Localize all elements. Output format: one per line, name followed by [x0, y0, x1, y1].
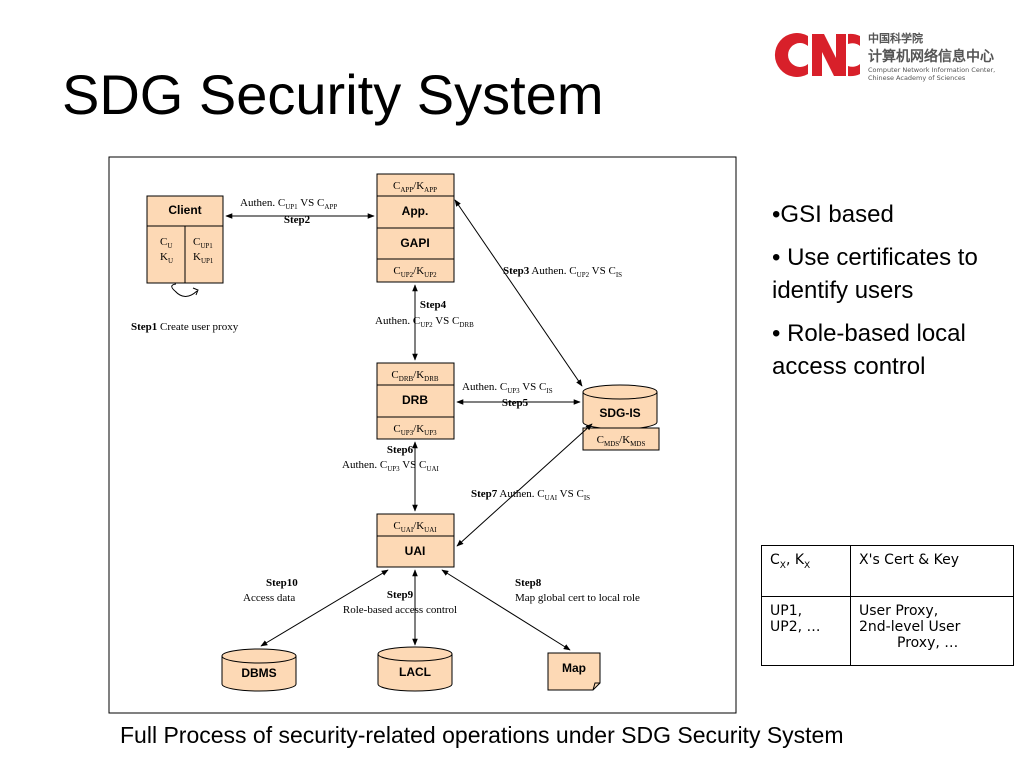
uai-node: CUAI/KUAI UAI — [376, 513, 455, 568]
sdgis-cred: CMDS/KMDS — [597, 434, 646, 448]
step8-text: Map global cert to local role — [515, 592, 640, 604]
step4-label: Step4 — [420, 299, 447, 311]
legend-table: CX, KX X's Cert & Key UP1,UP2, … User Pr… — [761, 545, 1014, 666]
legend-cell-desc: X's Cert & Key — [850, 545, 1014, 597]
bullet-role-based: • Role-based local access control — [772, 320, 966, 380]
app-cred-bottom: CUP2/KUP2 — [393, 265, 437, 279]
step5-label: Step5 — [502, 397, 529, 409]
diagram-frame — [108, 156, 737, 714]
arrow-step10 — [260, 569, 389, 647]
client-cred-ku: KU — [160, 251, 173, 265]
arrow-step7 — [456, 423, 593, 547]
uai-label: UAI — [405, 544, 426, 558]
drb-cred-bottom: CUP3/KUP3 — [393, 423, 437, 437]
app-cred-top: CAPP/KAPP — [393, 180, 437, 194]
dbms-label: DBMS — [241, 666, 276, 680]
step8-label: Step8 — [515, 577, 542, 589]
lacl-label: LACL — [399, 665, 431, 679]
slide-title: SDG Security System — [62, 63, 604, 126]
step9-text: Role-based access control — [343, 604, 457, 616]
step1-label: Step1 Create user proxy — [131, 321, 239, 333]
drb-node: CDRB/KDRB DRB CUP3/KUP3 — [376, 362, 455, 440]
table-row: CX, KX X's Cert & Key — [761, 545, 1014, 597]
dbms-node: DBMS — [221, 648, 297, 692]
lacl-node: LACL — [377, 646, 453, 692]
map-label: Map — [562, 661, 586, 675]
gapi-label: GAPI — [400, 236, 429, 250]
step10-label: Step10 — [266, 577, 298, 589]
arrow-step8 — [441, 569, 571, 651]
logo-line1: 中国科学院 — [868, 32, 923, 45]
slide-caption: Full Process of security-related operati… — [120, 722, 844, 748]
step3-label: Step3 Authen. CUP2 VS CIS — [503, 265, 622, 279]
client-cred-kup1: KUP1 — [193, 251, 214, 265]
arrow-step3 — [454, 199, 583, 387]
map-node: Map — [547, 652, 601, 691]
client-cred-cu: CU — [160, 236, 172, 250]
logo-line2: 计算机网络信息中心 — [868, 49, 994, 65]
drb-label: DRB — [402, 393, 428, 407]
bullet-list: •GSI based • Use certificates to identif… — [772, 198, 1012, 393]
app-label: App. — [402, 204, 429, 218]
bullet-certificates: • Use certificates to identify users — [772, 244, 978, 304]
step6-label: Step6 — [387, 444, 414, 456]
drb-cred-top: CDRB/KDRB — [391, 369, 438, 383]
step5-auth: Authen. CUP3 VS CIS — [462, 381, 553, 395]
proxy-loop-icon — [171, 283, 199, 297]
sdgis-label: SDG-IS — [599, 406, 640, 420]
app-node: CAPP/KAPP App. GAPI CUP2/KUP2 — [376, 173, 455, 283]
cnic-logo: 中国科学院 计算机网络信息中心 Computer Network Informa… — [768, 22, 1018, 88]
step2-label: Step2 — [284, 214, 311, 226]
client-label: Client — [168, 203, 201, 217]
step2-auth: Authen. CUP1 VS CAPP — [240, 197, 337, 211]
step7-label: Step7 Authen. CUAI VS CIS — [471, 488, 590, 502]
bullet-gsi: •GSI based — [772, 201, 894, 228]
client-node: Client CU KU CUP1 KUP1 — [146, 195, 224, 284]
uai-cred-top: CUAI/KUAI — [393, 520, 437, 534]
step6-auth: Authen. CUP3 VS CUAI — [342, 459, 440, 473]
cnc-logo-mark-icon — [774, 33, 860, 77]
step4-auth: Authen. CUP2 VS CDRB — [375, 315, 474, 329]
step10-text: Access data — [243, 592, 295, 604]
step9-label: Step9 — [387, 589, 414, 601]
client-cred-cup1: CUP1 — [193, 236, 213, 250]
logo-line4: Chinese Academy of Sciences — [868, 74, 966, 82]
legend-cell-key: CX, KX — [761, 545, 851, 597]
sdgis-node: SDG-IS CMDS/KMDS — [582, 384, 660, 451]
logo-line3: Computer Network Information Center, — [868, 66, 996, 74]
legend-cell-key: UP1,UP2, … — [761, 596, 851, 666]
